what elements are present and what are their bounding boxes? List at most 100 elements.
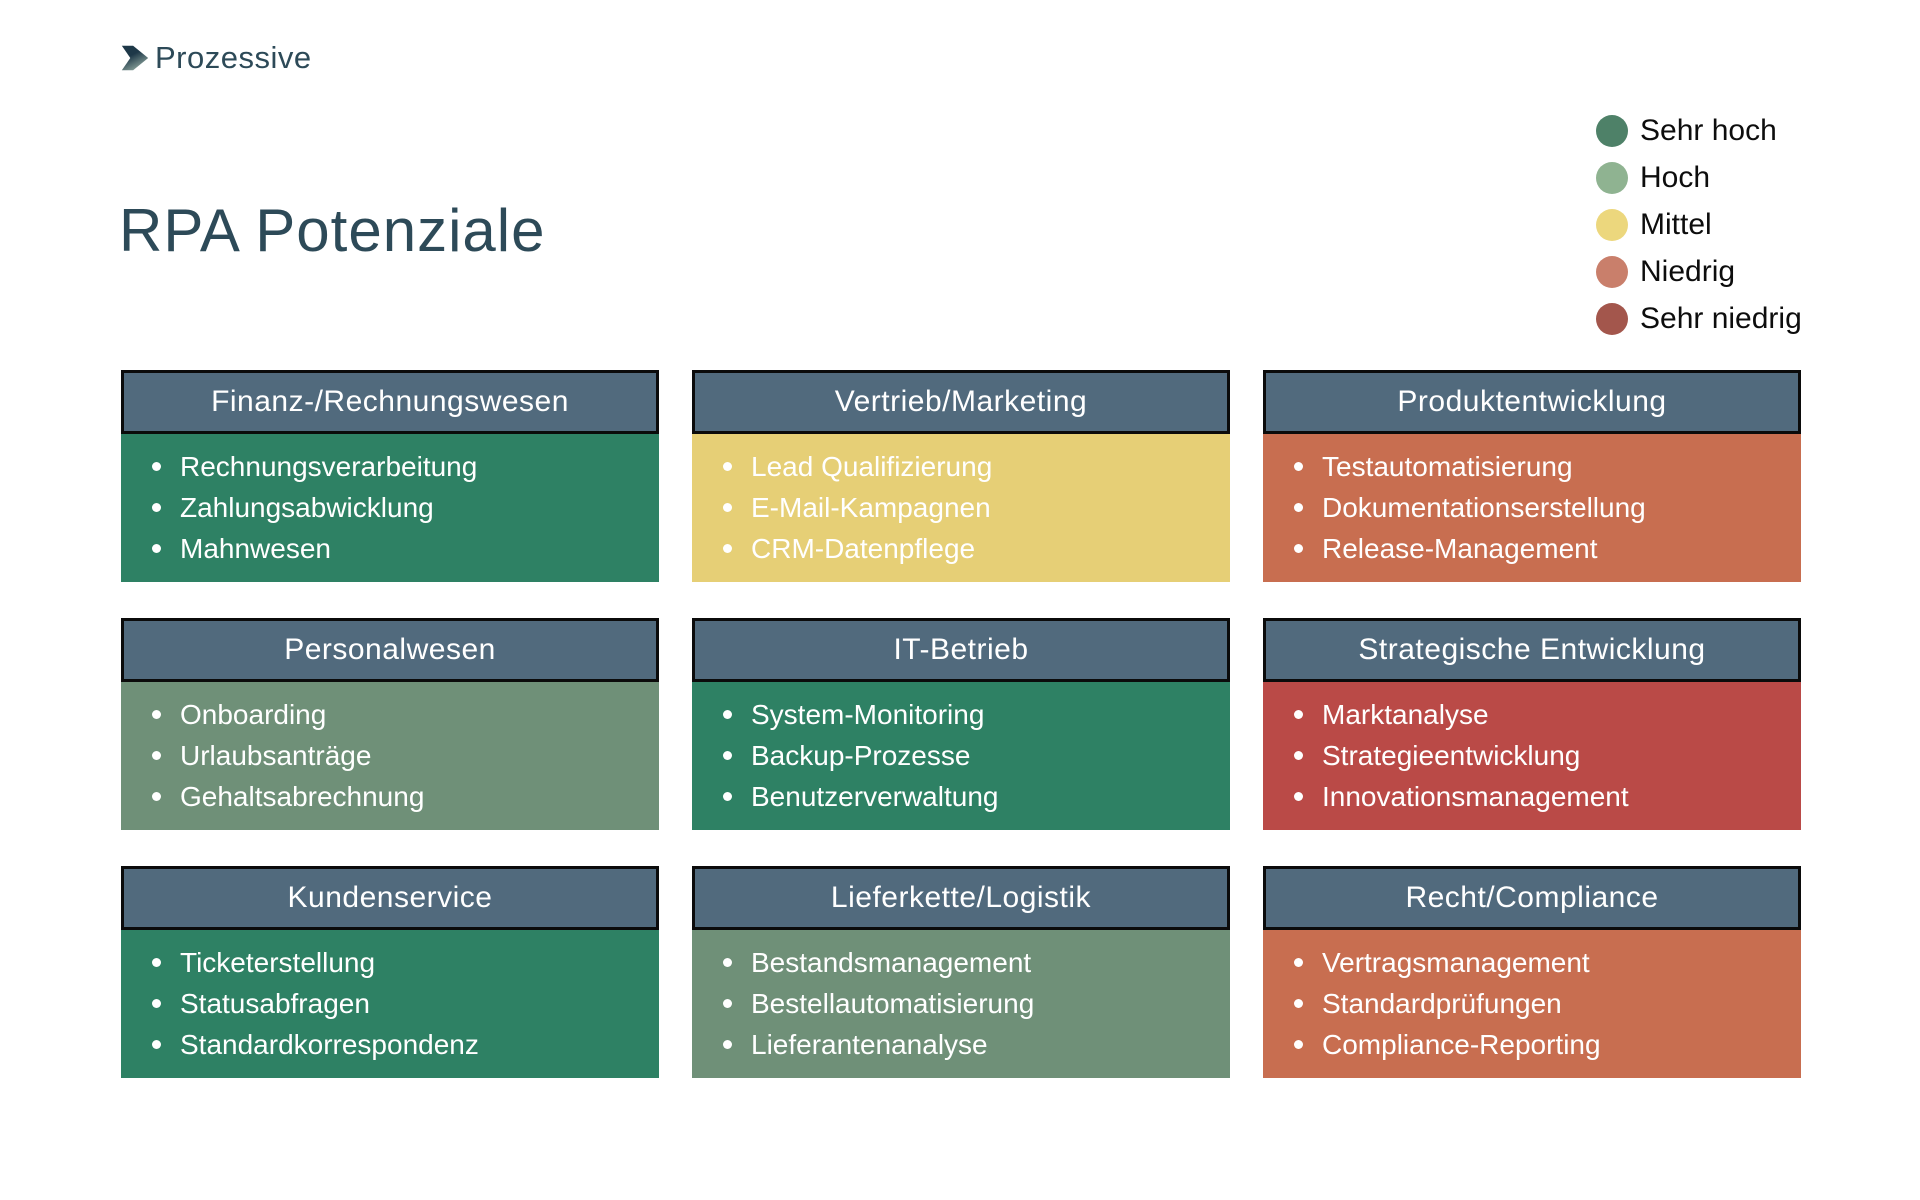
list-item-label: Marktanalyse — [1322, 698, 1489, 730]
card-item-list: System-Monitoring Backup-Prozesse Benutz… — [723, 694, 1220, 817]
bullet-icon — [723, 503, 732, 512]
card-body: Marktanalyse Strategieentwicklung Innova… — [1263, 682, 1801, 830]
list-item-label: Rechnungsverarbeitung — [180, 450, 478, 482]
list-item-label: Onboarding — [180, 698, 327, 730]
bullet-icon — [1294, 710, 1303, 719]
bullet-icon — [152, 710, 161, 719]
bullet-icon — [1294, 792, 1303, 801]
list-item-label: Ticketerstellung — [180, 946, 376, 978]
legend-dot-icon — [1596, 302, 1628, 335]
card-item-list: Testautomatisierung Dokumentationserstel… — [1294, 446, 1791, 569]
list-item: Compliance-Reporting — [1294, 1024, 1791, 1065]
list-item: Statusabfragen — [152, 983, 649, 1024]
list-item-label: CRM-Datenpflege — [751, 532, 976, 564]
list-item-label: System-Monitoring — [751, 698, 985, 730]
list-item: Testautomatisierung — [1294, 446, 1791, 487]
bullet-icon — [723, 751, 732, 760]
card-item-list: Marktanalyse Strategieentwicklung Innova… — [1294, 694, 1791, 817]
list-item-label: Lieferantenanalyse — [751, 1028, 988, 1060]
legend-label: Mittel — [1640, 207, 1712, 241]
bullet-icon — [1294, 462, 1303, 471]
list-item: Lieferantenanalyse — [723, 1024, 1220, 1065]
list-item-label: Gehaltsabrechnung — [180, 780, 425, 812]
card-item-list: Rechnungsverarbeitung Zahlungsabwicklung… — [152, 446, 649, 569]
list-item: Dokumentationserstellung — [1294, 487, 1791, 528]
list-item-label: Backup-Prozesse — [751, 739, 971, 771]
list-item-label: Dokumentationserstellung — [1322, 491, 1646, 523]
card-title: Lieferkette/Logistik — [830, 881, 1092, 914]
card-lieferkette-logistik: Lieferkette/Logistik Bestandsmanagement … — [692, 866, 1230, 1078]
bullet-icon — [152, 751, 161, 760]
bullet-icon — [723, 462, 732, 471]
card-body: Lead Qualifizierung E-Mail-Kampagnen CRM… — [692, 434, 1230, 582]
card-title: Strategische Entwicklung — [1358, 633, 1706, 666]
bullet-icon — [723, 544, 732, 553]
legend-dot-icon — [1596, 208, 1628, 241]
list-item: Gehaltsabrechnung — [152, 776, 649, 817]
card-header: Vertrieb/Marketing — [692, 370, 1230, 434]
list-item: Zahlungsabwicklung — [152, 487, 649, 528]
list-item: Urlaubsanträge — [152, 735, 649, 776]
card-header: Finanz-/Rechnungswesen — [121, 370, 659, 434]
logo: Prozessive — [119, 40, 312, 76]
list-item: Bestellautomatisierung — [723, 983, 1220, 1024]
card-title: Produktentwicklung — [1397, 385, 1667, 418]
bullet-icon — [1294, 958, 1303, 967]
bullet-icon — [152, 544, 161, 553]
legend-item-niedrig: Niedrig — [1596, 255, 1802, 288]
list-item-label: Urlaubsanträge — [180, 739, 372, 771]
list-item: CRM-Datenpflege — [723, 528, 1220, 569]
bullet-icon — [723, 999, 732, 1008]
bullet-icon — [1294, 544, 1303, 553]
bullet-icon — [1294, 503, 1303, 512]
list-item: Standardkorrespondenz — [152, 1024, 649, 1065]
list-item-label: E-Mail-Kampagnen — [751, 491, 991, 523]
list-item-label: Vertragsmanagement — [1322, 946, 1590, 978]
legend-label: Niedrig — [1640, 254, 1736, 288]
bullet-icon — [152, 792, 161, 801]
list-item-label: Statusabfragen — [180, 987, 370, 1019]
bullet-icon — [152, 503, 161, 512]
card-body: Bestandsmanagement Bestellautomatisierun… — [692, 930, 1230, 1078]
list-item-label: Standardkorrespondenz — [180, 1028, 479, 1060]
bullet-icon — [723, 1040, 732, 1049]
list-item-label: Standardprüfungen — [1322, 987, 1562, 1019]
card-body: Ticketerstellung Statusabfragen Standard… — [121, 930, 659, 1078]
card-item-list: Lead Qualifizierung E-Mail-Kampagnen CRM… — [723, 446, 1220, 569]
legend-item-mittel: Mittel — [1596, 208, 1802, 241]
list-item-label: Benutzerverwaltung — [751, 780, 999, 812]
bullet-icon — [152, 1040, 161, 1049]
legend: Sehr hoch Hoch Mittel Niedrig Sehr niedr… — [1596, 114, 1802, 335]
legend-label: Sehr niedrig — [1640, 301, 1802, 335]
card-body: Onboarding Urlaubsanträge Gehaltsabrechn… — [121, 682, 659, 830]
list-item-label: Innovationsmanagement — [1322, 780, 1629, 812]
card-body: Rechnungsverarbeitung Zahlungsabwicklung… — [121, 434, 659, 582]
legend-dot-icon — [1596, 255, 1628, 288]
bullet-icon — [152, 462, 161, 471]
card-vertrieb-marketing: Vertrieb/Marketing Lead Qualifizierung E… — [692, 370, 1230, 582]
card-header: Strategische Entwicklung — [1263, 618, 1801, 682]
bullet-icon — [152, 958, 161, 967]
list-item: Strategieentwicklung — [1294, 735, 1791, 776]
card-title: IT-Betrieb — [893, 633, 1029, 666]
list-item: Lead Qualifizierung — [723, 446, 1220, 487]
logo-wordmark: Prozessive — [155, 40, 312, 75]
card-personalwesen: Personalwesen Onboarding Urlaubsanträge … — [121, 618, 659, 830]
list-item-label: Mahnwesen — [180, 532, 331, 564]
card-header: Recht/Compliance — [1263, 866, 1801, 930]
list-item: Rechnungsverarbeitung — [152, 446, 649, 487]
card-body: Vertragsmanagement Standardprüfungen Com… — [1263, 930, 1801, 1078]
card-header: Produktentwicklung — [1263, 370, 1801, 434]
list-item: Benutzerverwaltung — [723, 776, 1220, 817]
card-title: Recht/Compliance — [1405, 881, 1659, 914]
card-header: Lieferkette/Logistik — [692, 866, 1230, 930]
legend-item-sehr-niedrig: Sehr niedrig — [1596, 302, 1802, 335]
list-item: System-Monitoring — [723, 694, 1220, 735]
legend-dot-icon — [1596, 114, 1628, 147]
card-strategische-entwicklung: Strategische Entwicklung Marktanalyse St… — [1263, 618, 1801, 830]
card-title: Vertrieb/Marketing — [834, 385, 1088, 418]
page-title: RPA Potenziale — [119, 197, 546, 264]
bullet-icon — [723, 710, 732, 719]
card-title: Kundenservice — [287, 881, 493, 914]
list-item: Mahnwesen — [152, 528, 649, 569]
